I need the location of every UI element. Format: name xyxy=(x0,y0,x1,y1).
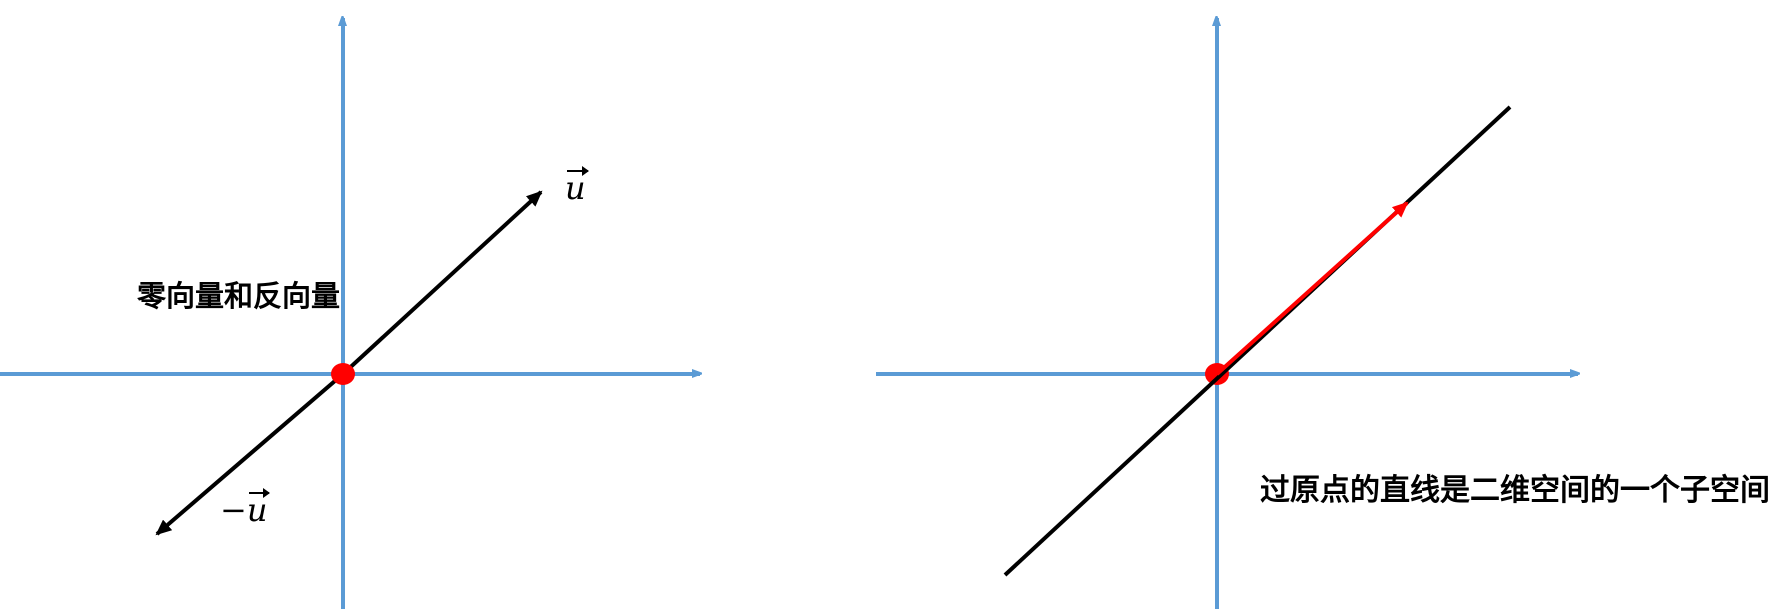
right-coordinate-system xyxy=(876,18,1578,609)
red-vector xyxy=(1215,201,1409,376)
right-caption: 过原点的直线是二维空间的一个子空间 xyxy=(1260,473,1770,508)
zero-vector-dot xyxy=(331,363,355,385)
vector-u xyxy=(341,190,543,376)
left-caption: 零向量和反向量 xyxy=(137,279,341,313)
line-through-origin xyxy=(1003,105,1512,577)
left-coordinate-system xyxy=(0,18,700,609)
vector-minus-u xyxy=(155,372,345,536)
vector-minus-u-label: −u xyxy=(220,488,270,529)
vector-u-label: u xyxy=(565,166,589,207)
